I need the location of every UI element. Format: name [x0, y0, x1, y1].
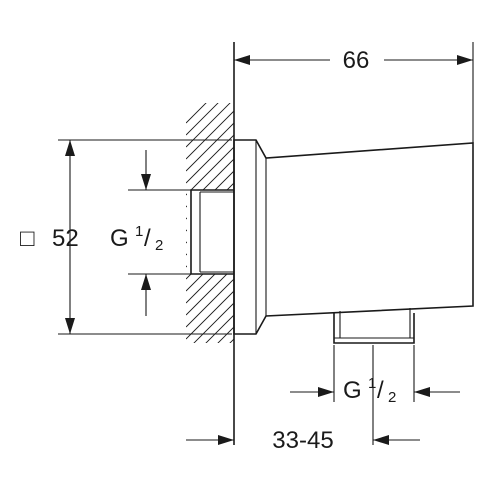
outlet-thread-connector — [333, 308, 415, 344]
overall-width-label: 66 — [343, 47, 370, 74]
thread-bottom-numerator: 1 — [368, 375, 376, 392]
arrowhead — [65, 140, 75, 156]
arrowhead — [414, 387, 430, 397]
arrowhead — [65, 318, 75, 334]
dimension-wall-depth: 33-45 — [186, 427, 420, 454]
thread-left-letter: G — [110, 225, 129, 252]
dimension-square-size: □ 52 — [20, 140, 79, 334]
arrowhead — [141, 174, 151, 190]
arrowhead — [373, 435, 389, 445]
thread-left-denominator: 2 — [155, 237, 163, 254]
arrowhead — [318, 387, 334, 397]
dimension-thread-left: G 1 / 2 — [110, 150, 191, 316]
dimension-overall-width: 66 — [234, 47, 473, 74]
dimension-thread-bottom: G 1 / 2 — [290, 375, 460, 406]
wall-outlet-body — [233, 139, 474, 335]
square-size-label: 52 — [52, 225, 79, 252]
thread-bottom-slash: / — [377, 377, 384, 404]
arrowhead — [218, 435, 234, 445]
square-symbol: □ — [20, 225, 35, 252]
arrowhead — [457, 55, 473, 65]
arrowhead — [234, 55, 250, 65]
thread-left-slash: / — [144, 225, 151, 252]
wall-thread-connector — [187, 189, 234, 275]
thread-left-numerator: 1 — [135, 223, 143, 240]
thread-bottom-denominator: 2 — [388, 389, 396, 406]
arrowhead — [141, 274, 151, 290]
thread-bottom-letter: G — [343, 377, 362, 404]
wall-depth-label: 33-45 — [272, 427, 333, 454]
